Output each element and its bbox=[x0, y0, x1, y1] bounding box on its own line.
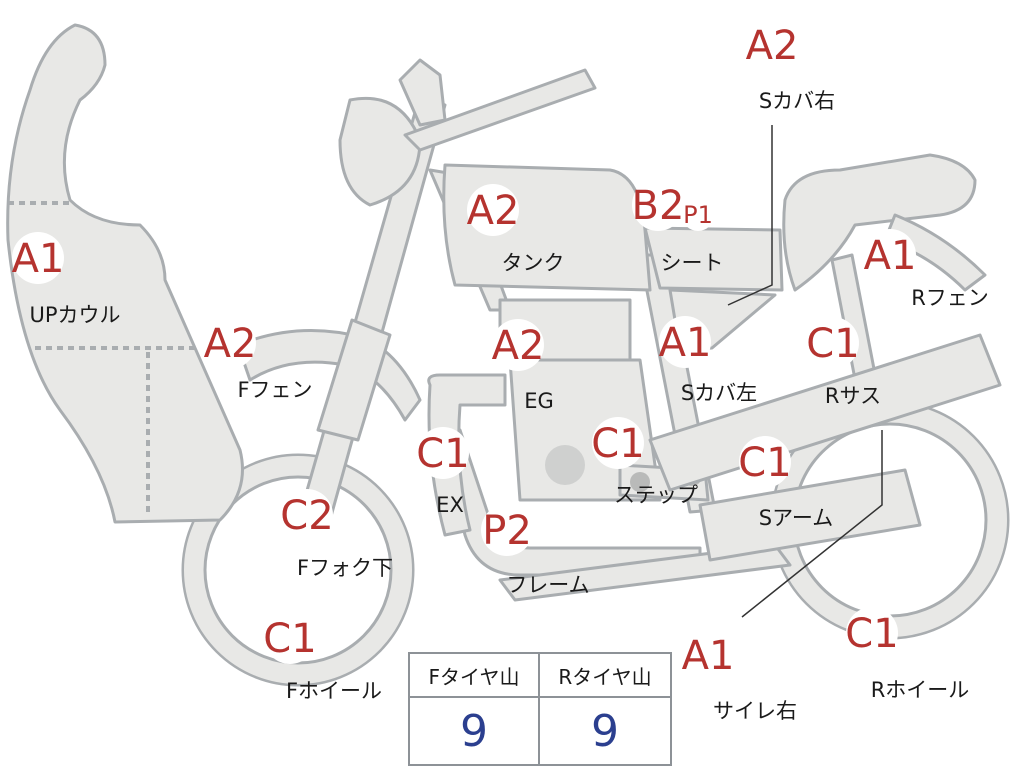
part-label: Rホイール bbox=[871, 678, 970, 702]
grade-badge bbox=[846, 607, 898, 659]
part-label: EX bbox=[436, 493, 464, 517]
grade-value: A1 bbox=[864, 233, 917, 279]
part-label: シート bbox=[661, 251, 724, 275]
grade-value: C1 bbox=[738, 440, 791, 486]
part-markers: A1UPカウルA2FフェンC2Fフォク下C1FホイールA2タンクA2EGC1EX… bbox=[12, 19, 989, 723]
grade-badge bbox=[659, 316, 711, 368]
rear-tire-header: Rタイヤ山 bbox=[540, 654, 670, 698]
part-label: Fフェン bbox=[237, 378, 312, 402]
part-label: Sカバ左 bbox=[681, 381, 757, 405]
part-label: Rフェン bbox=[911, 286, 989, 310]
grade-badge bbox=[746, 19, 798, 71]
grade-badge bbox=[481, 504, 533, 556]
grade-value: C1 bbox=[845, 611, 898, 657]
part-label: ステップ bbox=[614, 483, 698, 507]
up-cowl-shape bbox=[6, 23, 244, 524]
part-marker-frame: P2 フレーム bbox=[481, 504, 590, 597]
grade-value: C1 bbox=[806, 321, 859, 367]
front-wheel-shape bbox=[181, 453, 415, 687]
grade-value: A1 bbox=[12, 236, 65, 282]
grade-badge bbox=[492, 319, 544, 371]
handlebar-shape bbox=[403, 68, 597, 152]
part-label: UPカウル bbox=[29, 303, 120, 327]
part-label: Fフォク下 bbox=[297, 556, 393, 580]
grade-extra-value: P1 bbox=[683, 201, 713, 229]
grade-badge bbox=[417, 427, 469, 479]
part-label: サイレ右 bbox=[713, 699, 797, 723]
leader-side-cover-right bbox=[727, 125, 773, 306]
grade-value: C1 bbox=[263, 616, 316, 662]
part-label: Sカバ右 bbox=[759, 89, 835, 113]
grade-value: A1 bbox=[659, 320, 712, 366]
part-marker-silencer-right: A1 サイレ右 bbox=[682, 629, 797, 723]
part-label: Sアーム bbox=[759, 506, 833, 530]
grade-value: C1 bbox=[591, 421, 644, 467]
swing-arm-shape bbox=[698, 468, 922, 562]
grade-badge bbox=[264, 612, 316, 664]
grade-value: A2 bbox=[492, 323, 545, 369]
part-marker-tank: A2 タンク bbox=[467, 184, 565, 275]
grade-value: C2 bbox=[280, 493, 333, 539]
rear-tire-value: 9 bbox=[591, 705, 619, 757]
grade-value: A1 bbox=[682, 633, 735, 679]
tire-tread-table: Fタイヤ山 Rタイヤ山 9 9 bbox=[408, 652, 672, 766]
grade-value: P2 bbox=[482, 508, 532, 554]
grade-badge bbox=[467, 184, 519, 236]
leader-lines bbox=[727, 125, 883, 618]
part-label: Rサス bbox=[825, 384, 881, 408]
part-label: フレーム bbox=[506, 573, 589, 597]
grade-badge bbox=[632, 179, 684, 231]
headlight-shape bbox=[338, 96, 422, 207]
grade-badge bbox=[592, 417, 644, 469]
part-label: Fホイール bbox=[286, 679, 382, 703]
grade-badge bbox=[682, 629, 734, 681]
seat-shape bbox=[643, 226, 784, 292]
grade-badge bbox=[807, 317, 859, 369]
part-marker-step: C1 ステップ bbox=[591, 417, 698, 507]
grade-badge bbox=[739, 436, 791, 488]
part-label: タンク bbox=[502, 251, 565, 275]
leader-silencer-right bbox=[741, 430, 883, 618]
grade-value: A2 bbox=[204, 321, 257, 367]
grade-value: A2 bbox=[746, 23, 799, 69]
grade-value: B2 bbox=[632, 183, 685, 229]
front-tire-header: Fタイヤ山 bbox=[410, 654, 540, 698]
grade-badge bbox=[281, 489, 333, 541]
part-label: EG bbox=[524, 389, 554, 413]
grade-value: A2 bbox=[467, 188, 520, 234]
front-tire-value: 9 bbox=[410, 698, 540, 764]
grade-value: C1 bbox=[416, 431, 469, 477]
silencer-shape bbox=[648, 333, 1002, 492]
grade-badge bbox=[204, 317, 256, 369]
grade-badge bbox=[864, 229, 916, 281]
grade-badge bbox=[12, 232, 64, 284]
